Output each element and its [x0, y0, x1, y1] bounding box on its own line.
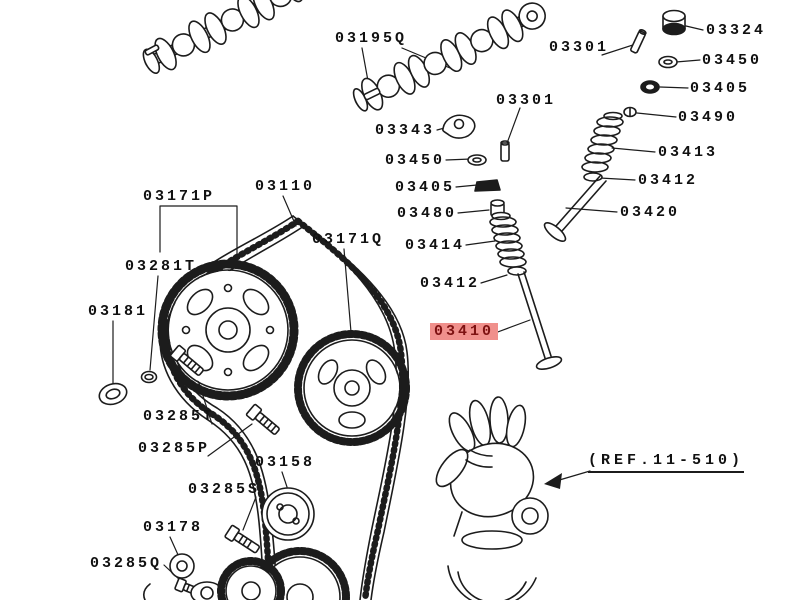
part-label-03110[interactable]: 03110: [255, 178, 316, 195]
camshaft-center-drawing: [352, 2, 546, 112]
part-label-03171q[interactable]: 03171Q: [312, 231, 385, 248]
part-label-03285s[interactable]: 03285S: [188, 481, 261, 498]
seal-03405-right-drawing: [640, 80, 660, 94]
part-label-03285p[interactable]: 03285P: [138, 440, 211, 457]
o-ring-drawing: [140, 370, 158, 384]
part-label-03450[interactable]: 03450: [702, 52, 763, 69]
roller-03178-drawing: [169, 553, 195, 579]
part-label-03343[interactable]: 03343: [375, 122, 436, 139]
seal-03405-inner-drawing: [474, 179, 501, 192]
bottom-gears-drawing: [217, 547, 350, 600]
bolt-03285P-drawing: [245, 403, 280, 435]
tappet-drawing: [662, 9, 686, 36]
part-label-03285q[interactable]: 03285Q: [90, 555, 163, 572]
dowel-pin-left-drawing: [144, 44, 160, 56]
part-label-03158[interactable]: 03158: [255, 454, 316, 471]
bolt-03285T-drawing: [169, 344, 204, 376]
part-label-03490[interactable]: 03490: [678, 109, 739, 126]
reference-label[interactable]: (REF.11-510): [588, 452, 745, 473]
valve-spring-inner-drawing: [489, 211, 527, 276]
part-label-03195q[interactable]: 03195Q: [335, 30, 408, 47]
camshaft-left-drawing: [142, 0, 304, 74]
idler-roller-drawing: [511, 497, 549, 535]
valve-keeper-drawing: [623, 106, 637, 118]
valve-spring-right-drawing: [581, 111, 624, 182]
cam-sprocket-1-drawing: [157, 259, 299, 401]
valve-03410-drawing: [517, 271, 563, 371]
part-label-03414[interactable]: 03414: [405, 237, 466, 254]
part-label-03450-2[interactable]: 03450: [385, 152, 446, 169]
part-label-03301-2[interactable]: 03301: [496, 92, 557, 109]
rocker-arm-drawing: [442, 114, 476, 139]
washer-03450-right-drawing: [658, 55, 678, 69]
part-label-03171p[interactable]: 03171P: [143, 188, 216, 205]
stud-03301-right-drawing: [630, 29, 647, 54]
part-label-03285t[interactable]: 03285T: [143, 408, 216, 425]
grommet-drawing: [98, 382, 128, 406]
part-label-03420[interactable]: 03420: [620, 204, 681, 221]
part-label-03405[interactable]: 03405: [690, 80, 751, 97]
part-label-03281t[interactable]: 03281T: [125, 258, 198, 275]
part-label-03410-highlighted[interactable]: 03410: [430, 323, 499, 340]
part-label-03178[interactable]: 03178: [143, 519, 204, 536]
lower-arc-drawing: [447, 565, 537, 600]
valve-03420-drawing: [543, 175, 607, 242]
part-label-03324[interactable]: 03324: [706, 22, 767, 39]
part-label-03413[interactable]: 03413: [658, 144, 719, 161]
ref-arrow: [544, 473, 562, 489]
stud-03301-inner-drawing: [500, 140, 510, 162]
part-label-03405-2[interactable]: 03405: [395, 179, 456, 196]
part-label-03480[interactable]: 03480: [397, 205, 458, 222]
bolt-03285S-drawing: [224, 524, 260, 554]
washer-03450-inner-drawing: [467, 154, 487, 166]
dowel-pin-center-drawing: [363, 87, 381, 101]
part-label-03412[interactable]: 03412: [638, 172, 699, 189]
part-label-03301[interactable]: 03301: [549, 39, 610, 56]
leader-lines: [112, 25, 704, 584]
cam-sprocket-2-drawing: [294, 330, 410, 446]
part-label-03181[interactable]: 03181: [88, 303, 149, 320]
tensioner-pulley-drawing: [261, 487, 315, 541]
part-label-03412-2[interactable]: 03412: [420, 275, 481, 292]
hand-pointer-drawing: [435, 396, 535, 550]
